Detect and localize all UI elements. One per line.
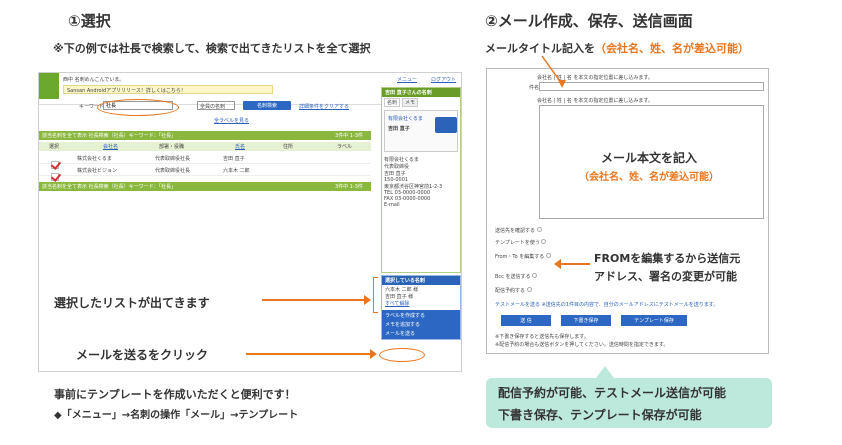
selected-bracket: [373, 277, 378, 313]
table-header: 選択 会社名 部署・役職 氏名 住所 ラベル: [39, 142, 371, 151]
selected-head: 選択している名刺: [382, 276, 460, 285]
callout-selected-list: 選択したリストが出てきます: [54, 296, 210, 310]
label-button[interactable]: ラベルを作成する: [385, 313, 426, 319]
row-checkbox[interactable]: [51, 173, 59, 181]
left-screenshot: 西中 名刺めんこんでいま。 メニュー ログアウト Sansan Androidア…: [38, 72, 462, 372]
clear-selection-link[interactable]: すべて解除: [385, 301, 410, 307]
send-mail-button[interactable]: メールを送る: [385, 331, 416, 337]
tab-memo[interactable]: メモ: [402, 98, 419, 107]
left-subheading: ※下の例では社長で検索して、検索で出てきたリストを全て選択: [53, 42, 371, 55]
send-highlight: [379, 348, 425, 362]
save-template-button[interactable]: テンプレート保存: [621, 315, 687, 326]
search-select[interactable]: 全員の名刺: [197, 101, 235, 110]
card-image[interactable]: 有限会社くるま 吉田 直子: [384, 110, 458, 152]
body-textarea[interactable]: [539, 105, 764, 219]
card-preview-panel: 吉田 直子さんの名刺 名刺 メモ 有限会社くるま 吉田 直子 有限会社くるま 代…: [381, 87, 461, 273]
row-checkbox[interactable]: [51, 161, 59, 169]
right-screenshot: 会社名 | 姓 | 名 を本文の指定位置に差し込みます。 件名 会社名 | 姓 …: [486, 68, 769, 354]
selected-panel: 選択している名刺 六本木 二郎 様 吉田 直子 様 すべて解除 ラベルを作成する…: [381, 275, 461, 340]
footnote-draft: ※下書き保存すると送信先も保存します。: [495, 334, 589, 340]
footnote-schedule: ※配信予約の場合も送信ボタンを押してください。送信時間を指定できます。: [495, 342, 669, 348]
send-button[interactable]: 送 信: [501, 315, 551, 326]
notice-bar[interactable]: Sansan Androidアプリリリース！詳しくはこちら！: [63, 85, 273, 94]
option-schedule[interactable]: 配信予約する: [495, 287, 532, 294]
template-note: 事前にテンプレートを作成いただくと便利です！: [54, 388, 296, 401]
test-mail-link[interactable]: テストメールを送る ※送信先の1件目の内容で、自分のメールアドレスにテストメール…: [495, 302, 719, 308]
logo: [39, 73, 59, 99]
logout-link[interactable]: ログアウト: [431, 77, 457, 83]
subject-label: 件名: [529, 85, 540, 91]
result-bar: 該当名刺を全て表示 社長検索（社長）キーワード：「社長」 3件中 1-3件: [39, 131, 371, 140]
insert-links-body[interactable]: 会社名 | 姓 | 名 を本文の指定位置に差し込みます。: [537, 98, 653, 104]
feature-callout: 配信予約が可能、テストメール送信が可能 下書き保存、テンプレート保存が可能: [486, 378, 772, 428]
insert-links-subject[interactable]: 会社名 | 姓 | 名 を本文の指定位置に差し込みます。: [537, 75, 653, 81]
arrow-selected-list: [262, 299, 366, 301]
arrowhead-icon: [554, 259, 561, 269]
arrowhead-icon: [370, 349, 377, 359]
option-template[interactable]: テンプレートを使う: [495, 239, 547, 246]
option-confirm[interactable]: 送信先を確認する: [495, 227, 542, 234]
table-row[interactable]: 株式会社くるま 代表取締役社長 吉田 直子: [39, 153, 371, 169]
arrowhead-icon: [364, 295, 371, 305]
search-label: キーワード: [79, 104, 105, 110]
from-note: FROMを編集するから送信元 アドレス、署名の変更が可能: [594, 252, 741, 283]
callout-send-mail: メールを送るをクリック: [76, 348, 209, 362]
card-panel-title: 吉田 直子さんの名刺: [382, 88, 460, 97]
option-edit-from[interactable]: From・To を編集する: [495, 253, 551, 260]
result-bar-bottom: 該当名刺を全て表示 社長検索（社長）キーワード：「社長」 3件中 1-3件: [39, 182, 371, 191]
search-button[interactable]: 名刺検索: [243, 101, 291, 110]
save-draft-button[interactable]: 下書き保存: [561, 315, 611, 326]
memo-button[interactable]: メモを追加する: [385, 322, 421, 328]
callout-pointer: [596, 366, 614, 378]
right-heading: ②メール作成、保存、送信画面: [485, 12, 693, 30]
option-bcc[interactable]: Bcc を送信する: [495, 273, 538, 280]
body-instruction: メール本文を記入 （会社名、姓、名が差込可能）: [579, 151, 719, 183]
tab-card[interactable]: 名刺: [384, 98, 401, 107]
template-path: ◆「メニュー」→名刺の操作「メール」→テンプレート: [54, 410, 299, 421]
arrow-from: [560, 263, 590, 265]
table-row[interactable]: 株式会社ビジョン 代表取締役社長 六本木 二郎: [39, 165, 371, 181]
title-instruction: メールタイトル記入を（会社名、姓、名が差込可能）: [485, 42, 749, 55]
search-highlight: [97, 99, 179, 116]
subject-input[interactable]: [539, 82, 764, 91]
arrow-send-mail: [246, 353, 372, 355]
detail-link[interactable]: 詳細条件をクリアする: [299, 104, 350, 110]
arrow-subject: [541, 55, 566, 88]
left-heading: ①選択: [68, 12, 111, 30]
menu-link[interactable]: メニュー: [397, 77, 418, 83]
car-logo-icon: [435, 117, 457, 133]
label-link[interactable]: 全ラベルを見る: [214, 118, 250, 124]
greeting: 西中 名刺めんこんでいま。: [63, 77, 125, 83]
